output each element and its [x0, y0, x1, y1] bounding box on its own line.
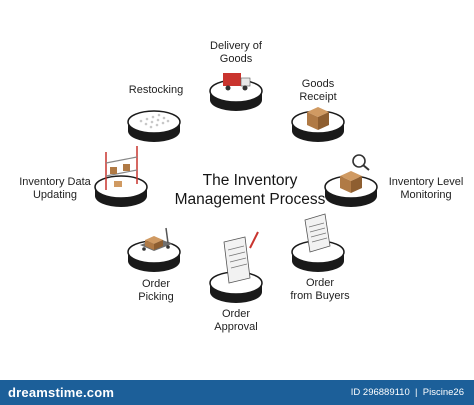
- step-label-order-approval: Order Approval: [214, 308, 258, 333]
- cart-icon: [140, 227, 172, 251]
- step-label-monitoring: Inventory Level Monitoring: [388, 176, 464, 201]
- magnifier-box-icon: [340, 154, 370, 193]
- footer-bar: dreamstime.com ID 296889110 | Piscine26: [0, 380, 474, 405]
- box-icon: [307, 107, 329, 130]
- footer-meta: ID 296889110 | Piscine26: [351, 387, 464, 398]
- platform-order-buyers: [291, 240, 345, 272]
- step-label-delivery: Delivery of Goods: [210, 40, 262, 65]
- diagram-stage: The Inventory Management Process Deliver…: [19, 40, 464, 333]
- platform-restocking: [127, 110, 181, 142]
- order-document-icon: [304, 213, 331, 253]
- footer-author: Piscine26: [422, 387, 464, 398]
- step-label-order-picking: Order Picking: [138, 278, 174, 303]
- step-label-restocking: Restocking: [128, 84, 184, 96]
- diagram-title: The Inventory Management Process: [174, 172, 326, 208]
- diagram-canvas: [94, 73, 378, 303]
- truck-icon: [223, 73, 251, 91]
- step-label-order-buyers: Order from Buyers: [290, 277, 350, 302]
- platform-order-approval: [209, 271, 263, 303]
- footer-logo: dreamstime.com: [8, 385, 115, 400]
- shelf-icon: [105, 146, 138, 190]
- step-label-data-updating: Inventory Data Updating: [19, 176, 91, 201]
- platform-order-picking: [127, 240, 181, 272]
- footer-id: ID 296889110: [350, 387, 410, 398]
- footer-separator: |: [412, 387, 421, 398]
- step-label-goods-receipt: Goods Receipt: [299, 78, 337, 103]
- approval-document-icon: [223, 231, 259, 284]
- platform-data-updating: [94, 175, 148, 207]
- restock-grid-icon: [139, 113, 170, 129]
